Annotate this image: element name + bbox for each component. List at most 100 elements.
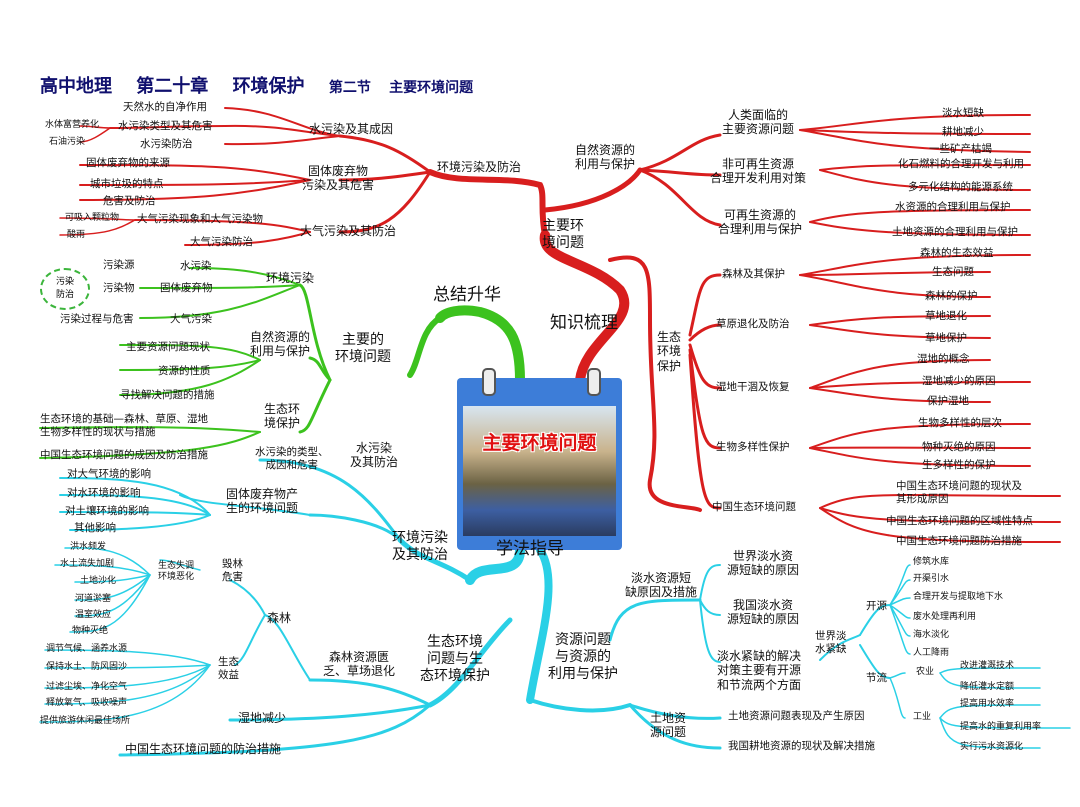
- km-forest: 森林及其保护: [722, 268, 785, 281]
- km-water-item: 天然水的自净作用: [123, 101, 207, 114]
- method-damage-item: 河道淤塞: [75, 594, 111, 605]
- km-nonrenew-item: 多元化结构的能源系统: [908, 181, 1013, 194]
- sum-pollution-right: 水污染: [180, 260, 212, 273]
- km-wetland-item: 湿地减少的原因: [922, 375, 996, 388]
- km-grass-item: 草地保护: [925, 332, 967, 345]
- method-water-sub: 水污染的类型、 成因和危害: [255, 446, 329, 471]
- km-nonrenew: 非可再生资源 合理开发利用对策: [710, 157, 806, 186]
- km-water-item: 水污染防治: [140, 138, 193, 151]
- method-open-item: 修筑水库: [913, 557, 949, 568]
- method-solid-item: 其他影响: [74, 522, 116, 535]
- center-calendar: 主要环境问题: [457, 368, 622, 550]
- km-air-item: 大气污染防治: [190, 236, 253, 249]
- method-damage-item: 洪水频发: [70, 542, 106, 553]
- km-china-item: 中国生态环境问题防治措施: [896, 535, 1022, 548]
- branch-method: 学法指导: [496, 539, 564, 559]
- km-forest-item: 森林的保护: [925, 290, 978, 303]
- method-land: 土地资 源问题: [650, 711, 686, 740]
- km-solid: 固体废弃物 污染及其危害: [302, 164, 374, 193]
- calendar-ring: [482, 368, 496, 396]
- sum-pollution-item: 污染源: [103, 259, 135, 272]
- km-china: 中国生态环境问题: [712, 501, 796, 514]
- km-solid-item: 危害及防治: [103, 195, 156, 208]
- km-water-sub: 石油污染: [49, 137, 85, 148]
- page-title: 高中地理 第二十章 环境保护 第二节 主要环境问题: [40, 72, 485, 98]
- method-open-item: 开渠引水: [913, 574, 949, 585]
- sum-pollution: 环境污染: [266, 271, 314, 285]
- sum-pollution-right: 大气污染: [170, 313, 212, 326]
- method-eco: 生态环境 问题与生 态环境保护: [420, 634, 490, 684]
- method-resources: 资源问题 与资源的 利用与保护: [548, 632, 618, 682]
- method-damage: 毁林 危害: [222, 558, 243, 583]
- method-benefit-item: 释放氧气、吸收噪声: [46, 698, 127, 709]
- km-bio-item: 物种灭绝的原因: [922, 441, 996, 454]
- sum-resources-item: 主要资源问题现状: [126, 341, 210, 354]
- km-human-item: 淡水短缺: [942, 107, 984, 120]
- method-fresh-solve: 淡水紧缺的解决 对策主要有开源 和节流两个方面: [717, 649, 801, 692]
- center-label: 主要环境问题: [457, 428, 622, 455]
- title-chapter: 第二十章: [136, 76, 208, 97]
- km-solid-item: 固体废弃物的来源: [86, 157, 170, 170]
- method-ind-item: 提高水的重复利用率: [960, 722, 1041, 733]
- km-grass-item: 草地退化: [925, 310, 967, 323]
- sum-pollution-circle: 污染 防治: [40, 268, 90, 310]
- title-section: 第二节: [329, 80, 371, 96]
- method-benefit-item: 调节气候、涵养水源: [46, 644, 127, 655]
- km-water-item: 水污染类型及其危害: [118, 120, 213, 133]
- title-section-topic: 主要环境问题: [389, 80, 473, 96]
- km-china-item: 中国生态环境问题的区域性特点: [886, 515, 1033, 528]
- km-air: 大气污染及其防治: [300, 224, 396, 238]
- km-eco: 生态 环境 保护: [657, 330, 681, 373]
- km-air-sub: 可吸入颗粒物: [65, 213, 119, 224]
- sum-root: 主要的 环境问题: [335, 332, 391, 366]
- method-fresh-world: 世界淡水资 源短缺的原因: [727, 549, 799, 578]
- landscape-photo: [463, 406, 616, 536]
- km-solid-item: 城市垃圾的特点: [90, 178, 164, 191]
- method-agri: 农业: [916, 667, 934, 678]
- method-damage-sub: 生态失调 环境恶化: [158, 561, 194, 583]
- method-benefit: 生态 效益: [218, 656, 239, 681]
- km-bio-item: 生多样性的保护: [922, 459, 996, 472]
- km-bio-item: 生物多样性的层次: [918, 417, 1002, 430]
- sum-pollution-item: 污染过程与危害: [60, 313, 134, 326]
- km-wetland-item: 湿地的概念: [917, 353, 970, 366]
- sum-resources: 自然资源的 利用与保护: [250, 330, 310, 359]
- calendar-ring: [587, 368, 601, 396]
- km-wetland-item: 保护湿地: [927, 395, 969, 408]
- km-renew-item: 土地资源的合理利用与保护: [892, 226, 1018, 239]
- km-forest-item: 森林的生态效益: [920, 247, 994, 260]
- km-forest-item: 生态问题: [932, 266, 974, 279]
- method-benefit-item: 过滤尘埃、净化空气: [46, 682, 127, 693]
- method-benefit-item: 提供旅游休闲最佳场所: [40, 716, 130, 727]
- method-open-item: 人工降雨: [913, 648, 949, 659]
- method-save: 节流: [866, 672, 887, 685]
- method-land-item: 土地资源问题表现及产生原因: [728, 710, 865, 723]
- km-grass: 草原退化及防治: [716, 318, 790, 331]
- sum-pollution-item: 污染物: [103, 282, 135, 295]
- branch-knowledge: 知识梳理: [550, 313, 618, 333]
- km-air-item: 大气污染现象和大气污染物: [137, 213, 263, 226]
- method-fresh: 淡水资源短 缺原因及措施: [625, 571, 697, 600]
- sum-resources-item: 资源的性质: [158, 365, 211, 378]
- km-nonrenew-item: 化石燃料的合理开发与利用: [898, 158, 1024, 171]
- sum-resources-item: 寻找解决问题的措施: [120, 389, 215, 402]
- method-solid-item: 对水环境的影响: [67, 487, 141, 500]
- method-china: 中国生态环境问题的防治措施: [125, 742, 281, 756]
- sum-pollution-right: 固体废弃物: [160, 282, 213, 295]
- method-damage-item: 土地沙化: [80, 576, 116, 587]
- km-bio: 生物多样性保护: [716, 441, 790, 454]
- method-ind-item: 实行污水资源化: [960, 742, 1023, 753]
- method-ind-item: 提高用水效率: [960, 699, 1014, 710]
- method-pollution: 环境污染 及其防治: [392, 530, 448, 564]
- km-water: 水污染及其成因: [309, 122, 393, 136]
- sum-eco-item: 生态环境的基础—森林、草原、湿地 生物多样性的现状与措施: [40, 413, 208, 438]
- method-forest: 森林资源匮 乏、草场退化: [323, 650, 395, 679]
- km-china-item: 中国生态环境问题的现状及 其形成原因: [896, 480, 1022, 505]
- method-benefit-item: 保持水土、防风固沙: [46, 662, 127, 673]
- method-solid-item: 对土壤环境的影响: [65, 505, 149, 518]
- km-water-sub: 水体富营养化: [45, 120, 99, 131]
- km-human-item: 一些矿产枯竭: [929, 143, 992, 156]
- method-forest-node: 森林: [267, 611, 291, 625]
- method-damage-item: 温室效应: [75, 610, 111, 621]
